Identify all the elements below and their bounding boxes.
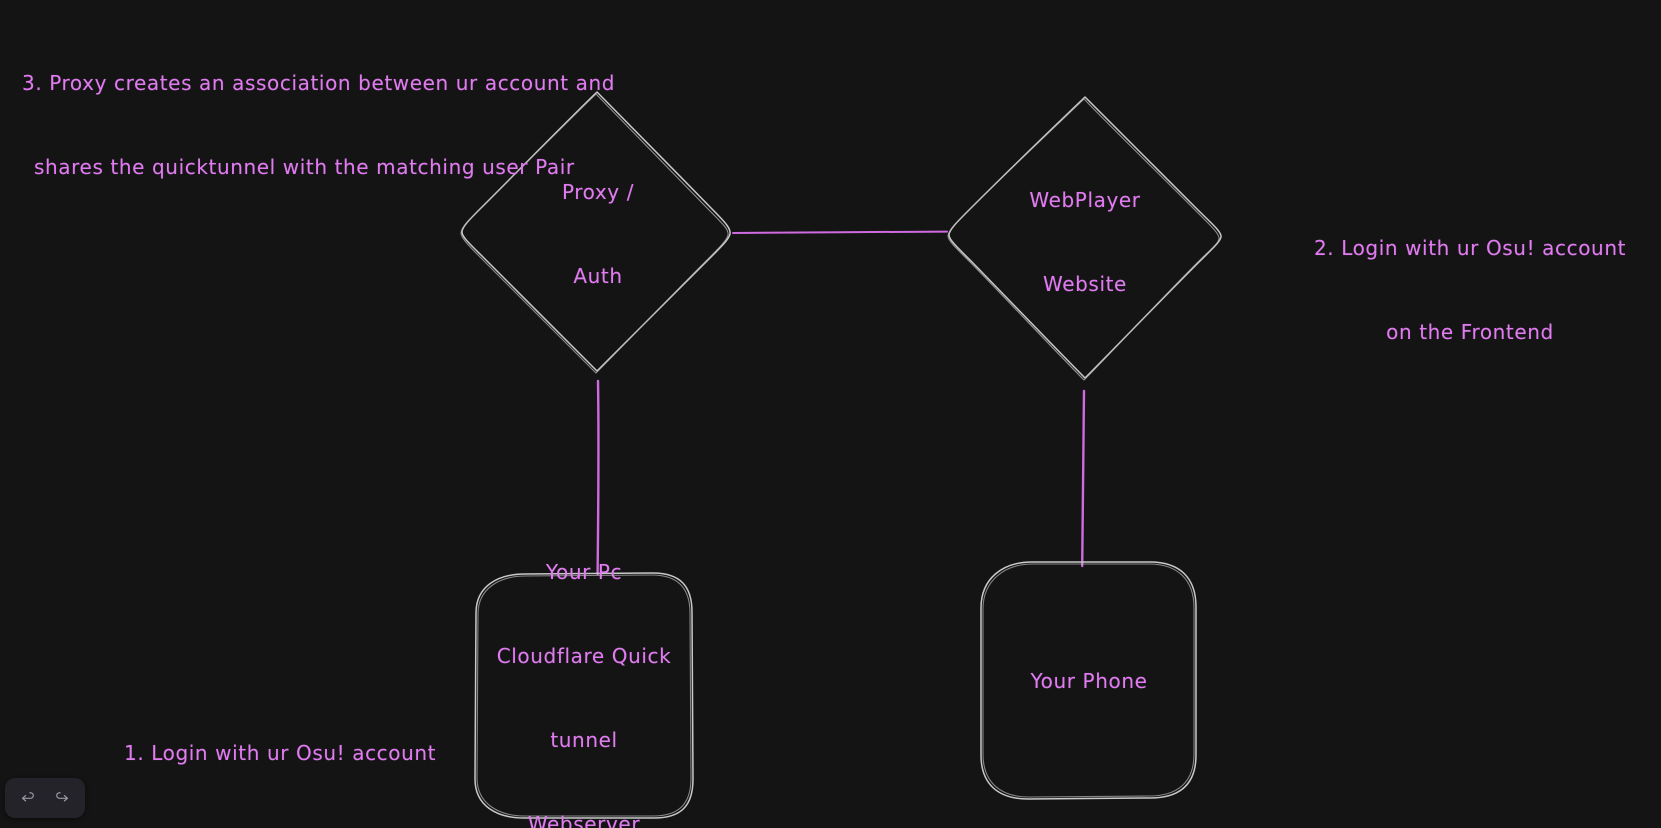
node-label-line: Webserver xyxy=(527,812,641,828)
annotation-line: on the Displayed Link xyxy=(124,823,436,828)
history-toolbar[interactable] xyxy=(5,778,85,818)
node-label-webplayer-website: WebPlayer Website xyxy=(1029,130,1140,354)
redo-icon xyxy=(56,792,69,802)
annotation-line: on the Frontend xyxy=(1386,320,1554,344)
annotation-step-2: 2. Login with ur Osu! account on the Fro… xyxy=(1314,178,1626,402)
node-label-line: Auth xyxy=(573,264,623,288)
node-label-your-phone: Your Phone xyxy=(1030,611,1147,751)
annotation-line: 2. Login with ur Osu! account xyxy=(1313,236,1627,260)
node-label-line: Proxy / xyxy=(561,180,635,204)
node-label-line: Your Pc xyxy=(545,560,623,584)
annotation-step-3: 3. Proxy creates an association between … xyxy=(22,13,615,237)
node-label-proxy-auth: Proxy / Auth xyxy=(562,122,634,346)
node-label-line: Cloudflare Quick xyxy=(496,644,672,668)
node-label-line: Website xyxy=(1043,272,1127,296)
node-label-your-pc: Your Pc Cloudflare Quick tunnel Webserve… xyxy=(497,502,672,828)
redo-button[interactable] xyxy=(47,785,77,811)
node-label-line: WebPlayer xyxy=(1029,188,1141,212)
annotation-line: 1. Login with ur Osu! account xyxy=(124,741,437,765)
edge-proxy-to-webplayer[interactable] xyxy=(732,230,948,234)
undo-button[interactable] xyxy=(13,785,43,811)
edge-webplayer-to-your-phone[interactable] xyxy=(1081,389,1086,568)
annotation-line: shares the quicktunnel with the matching… xyxy=(34,155,575,179)
node-label-line: Your Phone xyxy=(1030,669,1148,693)
annotation-line: 3. Proxy creates an association between … xyxy=(22,71,616,95)
node-label-line: tunnel xyxy=(550,728,618,752)
undo-icon xyxy=(21,792,34,802)
annotation-step-1: 1. Login with ur Osu! account on the Dis… xyxy=(124,683,436,828)
